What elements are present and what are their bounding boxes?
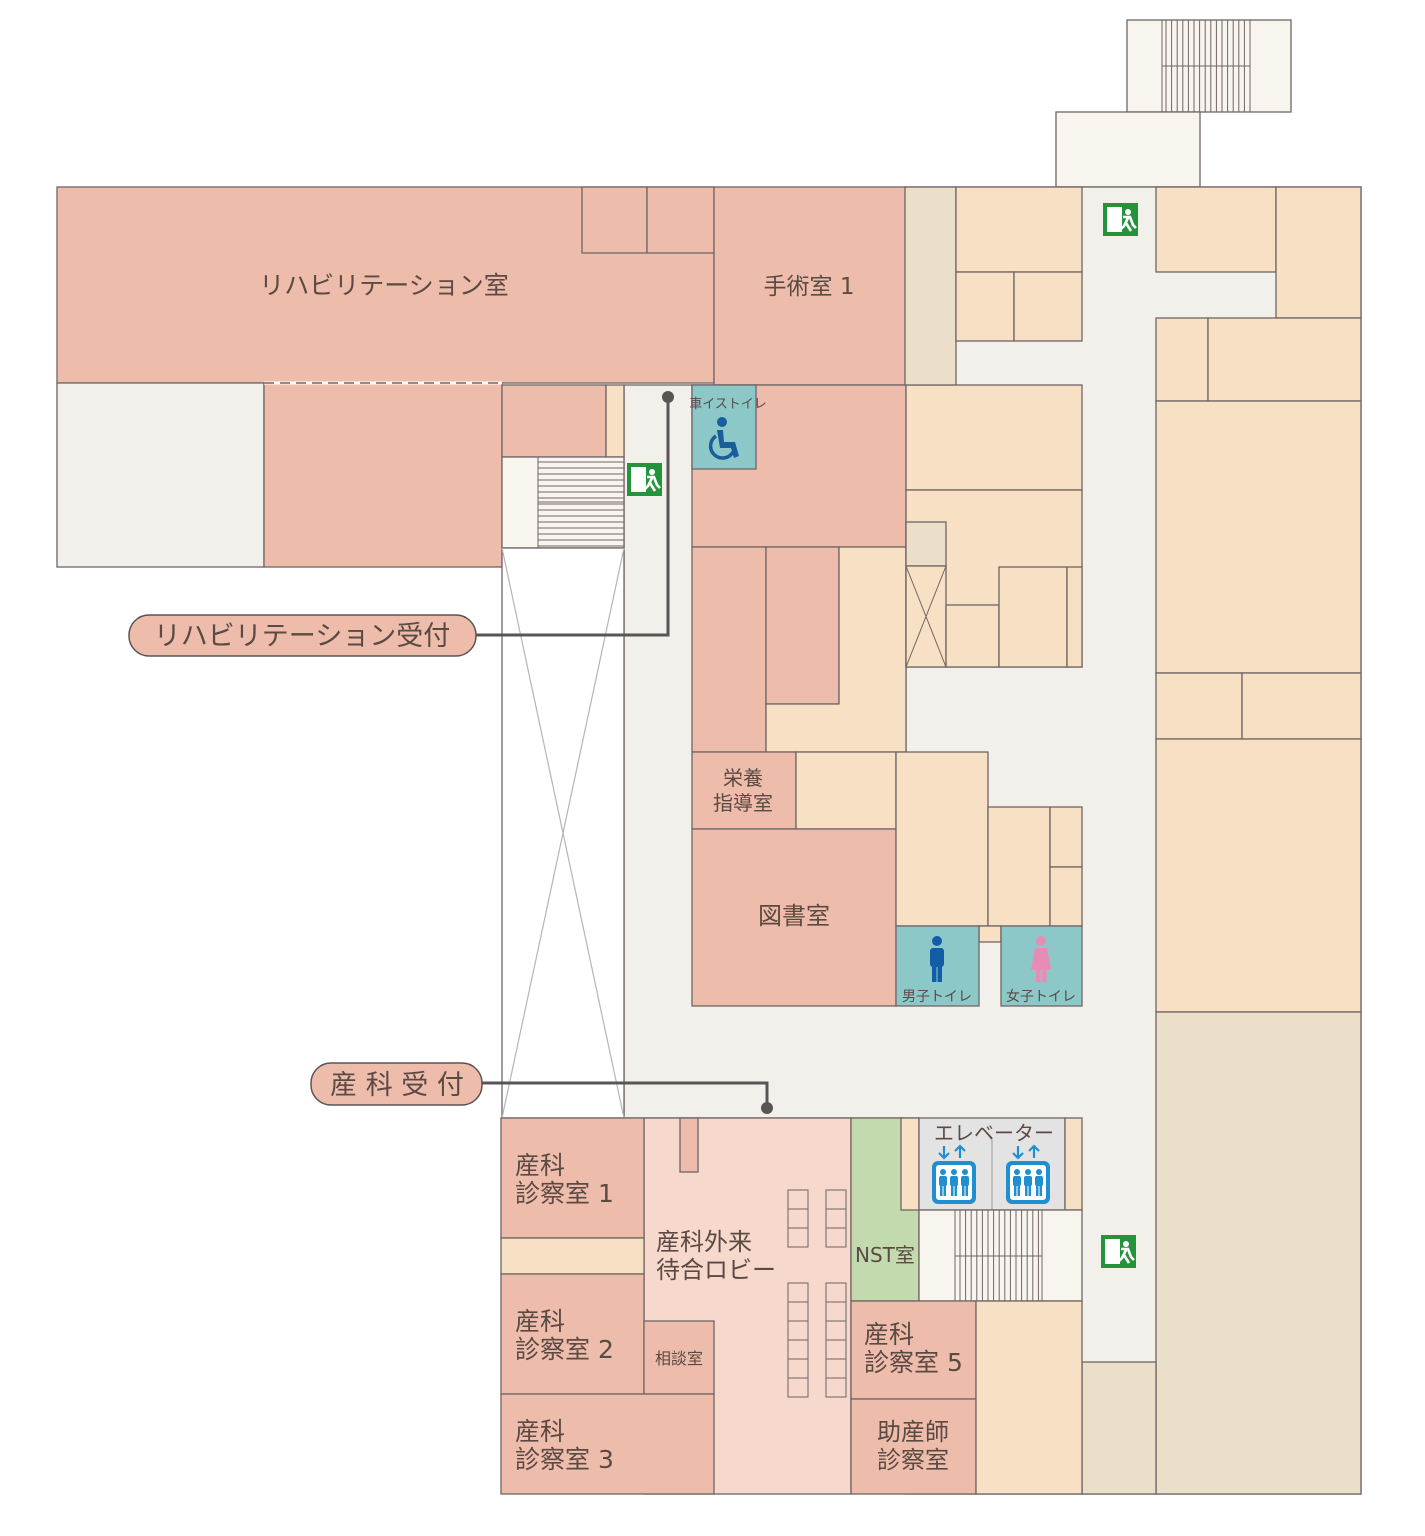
wheelchair-icon [708,417,739,460]
ob-reception-label: 産 科 受 付 [330,1070,464,1101]
ob-reception-callout[interactable]: 産 科 受 付 [310,1062,773,1114]
central-block: 車イストイレ 栄養 指導室 図書室 [689,384,1083,1007]
rehab-wing: リハビリテーション室 手術室 1 [56,186,907,1119]
nutrition-room-label-1: 栄養 [723,766,763,790]
rehab-room-label: リハビリテーション室 [259,271,509,300]
ob-exam-2-label-2: 診察室 2 [515,1335,614,1364]
wheelchair-toilet [691,384,757,470]
ob-exam-3 [500,1393,715,1495]
rehab-reception-label: リハビリテーション受付 [154,621,450,652]
ob-exam-5-label-1: 産科 [864,1320,914,1349]
mens-toilet-label: 男子トイレ [902,989,972,1005]
elevator-icon [1006,1144,1050,1204]
ob-exam-1-label-1: 産科 [515,1151,565,1180]
ob-block: 産科外来 待合ロビー 産科 診察室 1 産科 診察室 2 相談室 産科 診察室 … [500,1117,1083,1495]
library-label: 図書室 [758,902,830,930]
rehab-annex [263,382,503,568]
east-wing [904,186,1362,1495]
womens-toilet-label: 女子トイレ [1006,988,1076,1005]
ob-exam-5-label-2: 診察室 5 [864,1348,963,1377]
mens-toilet [895,925,980,1007]
midwife-room-label-2: 診察室 [877,1446,949,1474]
exit-sign-icon [1101,1235,1136,1268]
nst-room-label: NST室 [855,1243,915,1267]
midwife-room-label-1: 助産師 [877,1418,949,1446]
ob-lobby-label-2: 待合ロビー [656,1256,776,1284]
ob-exam-3-label-1: 産科 [515,1417,565,1446]
rehab-reception-callout[interactable]: リハビリテーション受付 [128,391,674,657]
wheelchair-toilet-label: 車イストイレ [689,397,767,412]
ob-exam-1-label-2: 診察室 1 [515,1179,614,1208]
surgery-room-1-label: 手術室 1 [764,274,855,300]
ob-exam-2-label-1: 産科 [515,1307,565,1336]
male-icon [930,936,944,982]
elevator-label: エレベーター [934,1121,1054,1145]
ob-lobby-label-1: 産科外来 [656,1228,752,1256]
nutrition-room-label-2: 指導室 [713,791,773,815]
open-area-left [56,382,265,568]
surgery-room-1 [713,186,907,386]
stair-tower-top [1055,19,1292,188]
midwife-room [850,1398,977,1495]
ob-exam-1 [500,1117,645,1239]
exit-sign-icon [627,463,662,496]
elevator-icon [932,1144,976,1204]
exit-sign-icon [1103,203,1138,236]
ob-exam-2 [500,1273,645,1395]
ob-exam-5 [850,1300,977,1400]
library [691,828,897,1007]
consult-room-label: 相談室 [655,1349,703,1368]
female-icon [1031,936,1051,982]
ob-exam-3-label-2: 診察室 3 [515,1445,614,1474]
